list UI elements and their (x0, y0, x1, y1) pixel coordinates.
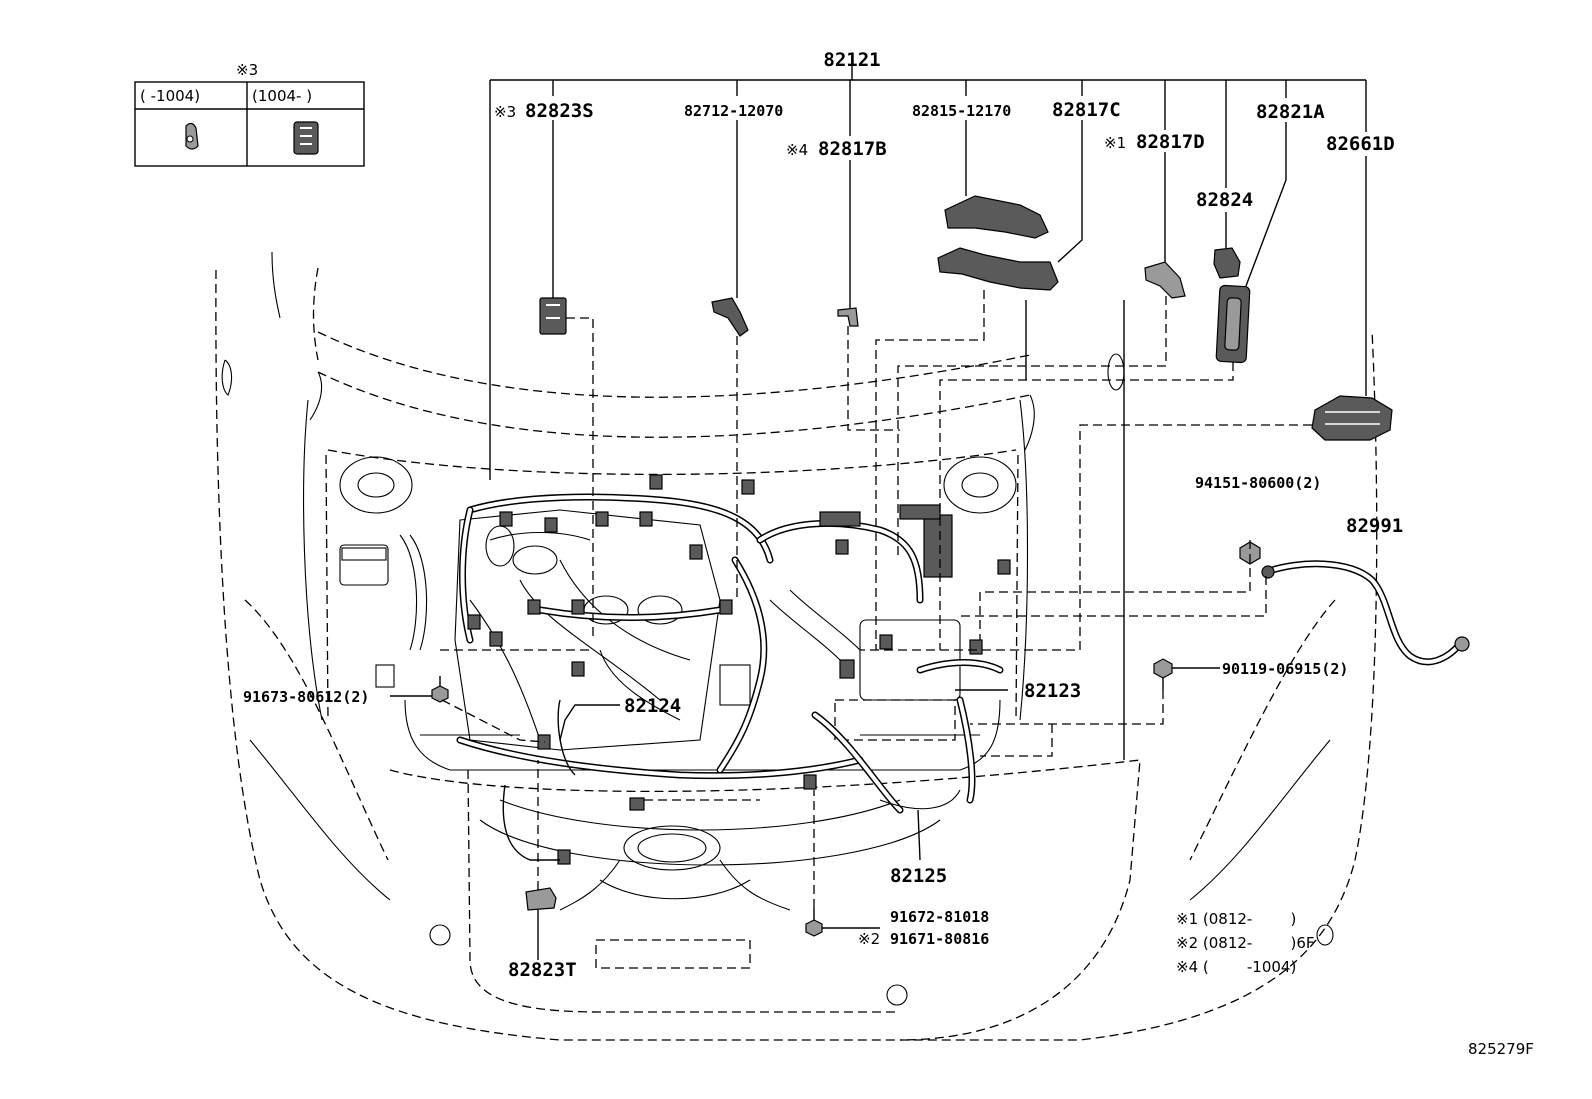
part-82817D (1144, 261, 1186, 299)
label-90119-06915: 90119-06915(2) (1222, 660, 1348, 678)
label-82821A: 82821A (1256, 101, 1325, 123)
note-82817D: ※1 (1104, 134, 1126, 152)
connector-block-icon (293, 121, 319, 155)
part-82712-12070 (711, 297, 749, 337)
clamp-small-icon (185, 122, 199, 150)
vehicle-outline (215, 251, 1378, 1041)
label-82991: 82991 (1346, 515, 1403, 537)
footnote-2: ※2 (0812- )6F (1176, 934, 1315, 952)
leader-lines (390, 62, 1367, 960)
label-82712-12070: 82712-12070 (684, 102, 783, 120)
label-82817B: 82817B (818, 138, 887, 160)
label-91673-80612: 91673-80612(2) (243, 688, 369, 706)
note-82817B: ※4 (786, 141, 808, 159)
label-82817C: 82817C (1052, 99, 1121, 121)
label-82123: 82123 (1024, 680, 1081, 702)
inset-table: ※3 ( -1004) (1004- ) (134, 61, 365, 167)
diagram-id: 825279F (1468, 1040, 1534, 1058)
footnote-4: ※4 ( -1004) (1176, 958, 1296, 976)
label-82125: 82125 (890, 865, 947, 887)
note-91671: ※2 (858, 930, 880, 948)
label-82824: 82824 (1196, 189, 1253, 211)
label-82121: 82121 (823, 49, 880, 71)
part-82823S (539, 297, 567, 335)
footnotes: ※1 (0812- ) ※2 (0812- )6F ※4 ( -1004) (1176, 910, 1315, 976)
inset-table-col1: ( -1004) (140, 87, 200, 105)
label-94151-80600: 94151-80600(2) (1195, 474, 1321, 492)
label-82823T: 82823T (508, 959, 577, 981)
inset-table-header: ※3 (236, 61, 258, 79)
part-82817B (837, 307, 859, 327)
label-82661D: 82661D (1326, 133, 1395, 155)
label-91671-80816: 91671-80816 (890, 930, 989, 948)
part-82815-12170 (944, 195, 1049, 239)
label-91672-81018: 91672-81018 (890, 908, 989, 926)
part-82661D (1311, 395, 1393, 441)
ground-cable-82991 (1261, 560, 1470, 666)
bolt-91673 (431, 676, 449, 703)
footnote-1: ※1 (0812- ) (1176, 910, 1296, 928)
engine-wire-harness (456, 474, 1011, 865)
part-82823T (525, 887, 557, 911)
part-labels: 82121 ※3 82823S 82712-12070 ※4 82817B 82… (243, 49, 1403, 981)
part-82821A (1215, 284, 1251, 364)
label-82815-12170: 82815-12170 (912, 102, 1011, 120)
bolt-91672 (805, 908, 823, 937)
label-82823S: 82823S (525, 100, 594, 122)
bolt-90119 (1153, 658, 1173, 690)
inset-table-col2: (1004- ) (252, 87, 312, 105)
label-82817D: 82817D (1136, 131, 1205, 153)
part-82824 (1213, 247, 1241, 279)
label-82124: 82124 (624, 695, 681, 717)
note-82823S: ※3 (494, 103, 516, 121)
part-82817C (937, 247, 1059, 291)
